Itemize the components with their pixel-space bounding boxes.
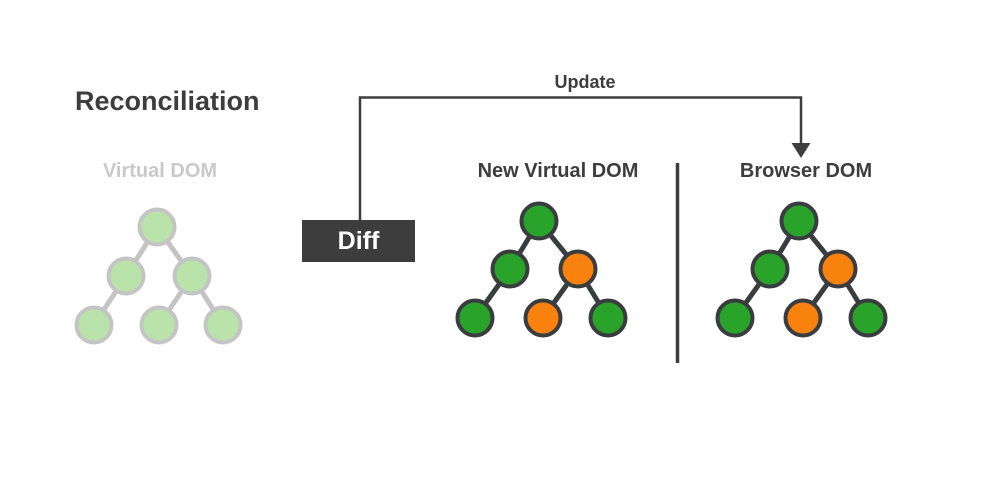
update-arrowhead [791,143,811,158]
tree-node-root [137,207,177,247]
tree-node-rl [783,298,823,338]
virtual-dom-label: Virtual DOM [102,160,218,182]
tree-node-rl [523,298,563,338]
new-virtual-dom-tree [455,201,628,338]
tree-node-l [750,249,790,289]
update-arrow-path [358,96,803,221]
tree-node-r [818,249,858,289]
diff-label: Diff [337,226,380,255]
tree-node-rr [203,305,243,345]
update-label: Update [554,72,616,92]
tree-node-r [558,249,598,289]
diff-box: Diff [302,220,415,262]
tree-node-root [779,201,819,241]
tree-node-root [519,201,559,241]
tree-node-rr [848,298,888,338]
tree-node-ll [715,298,755,338]
tree-node-l [490,249,530,289]
tree-node-rl [139,305,179,345]
page-title: Reconciliation [75,86,260,116]
tree-node-r [172,256,212,296]
virtual-dom-tree [74,207,243,345]
browser-dom-label: Browser DOM [739,160,873,182]
tree-node-rr [588,298,628,338]
tree-node-ll [455,298,495,338]
tree-node-ll [74,305,114,345]
new-virtual-dom-label: New Virtual DOM [477,160,639,182]
tree-node-l [106,256,146,296]
browser-dom-tree [715,201,888,338]
